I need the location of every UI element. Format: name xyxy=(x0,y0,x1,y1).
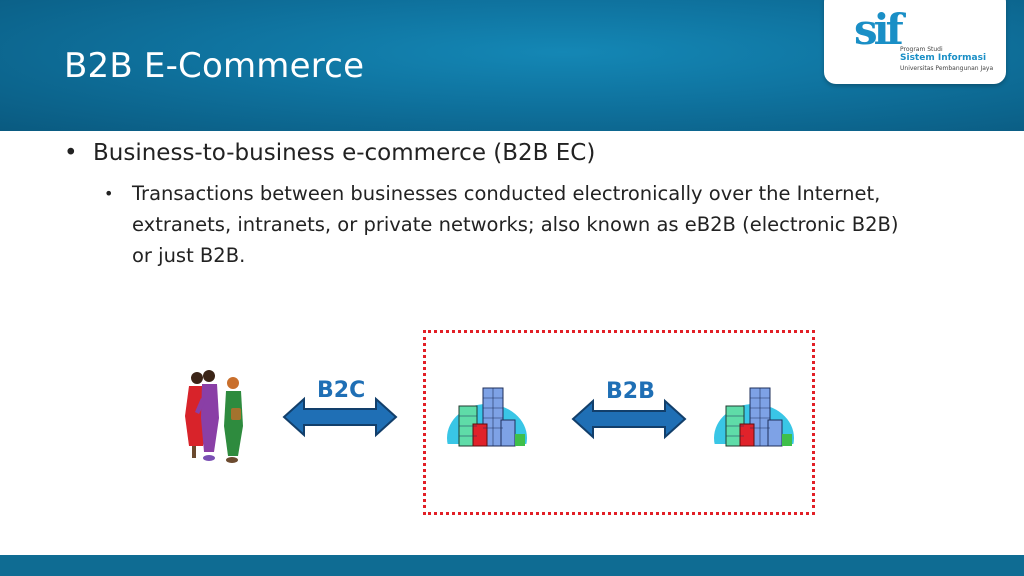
bullet-dot: • xyxy=(64,140,78,166)
logo-line-1: Program Studi xyxy=(900,46,943,53)
program-logo: sif Program Studi Sistem Informasi Unive… xyxy=(824,0,1006,84)
b2c-arrow xyxy=(282,396,398,438)
bullet-dot: • xyxy=(104,184,114,203)
slide-title: B2B E-Commerce xyxy=(64,46,365,86)
bullet-1-text: Business-to-business e-commerce (B2B EC) xyxy=(93,140,596,166)
enterprise-boundary xyxy=(423,330,815,515)
building-icon xyxy=(445,387,529,450)
footer-divider xyxy=(147,553,863,555)
b2c-label: B2C xyxy=(317,378,366,403)
b2b-label: B2B xyxy=(606,379,655,404)
people-icon xyxy=(185,370,243,463)
building-icon xyxy=(712,387,796,450)
b2b-arrow xyxy=(571,398,687,440)
slide-footer xyxy=(0,555,1024,576)
logo-line-3: Universitas Pembangunan Jaya xyxy=(900,65,994,72)
bullet-2-text: Transactions between businesses conducte… xyxy=(132,182,899,267)
logo-line-2: Sistem Informasi xyxy=(900,53,987,63)
logo-mark: sif xyxy=(854,5,904,54)
